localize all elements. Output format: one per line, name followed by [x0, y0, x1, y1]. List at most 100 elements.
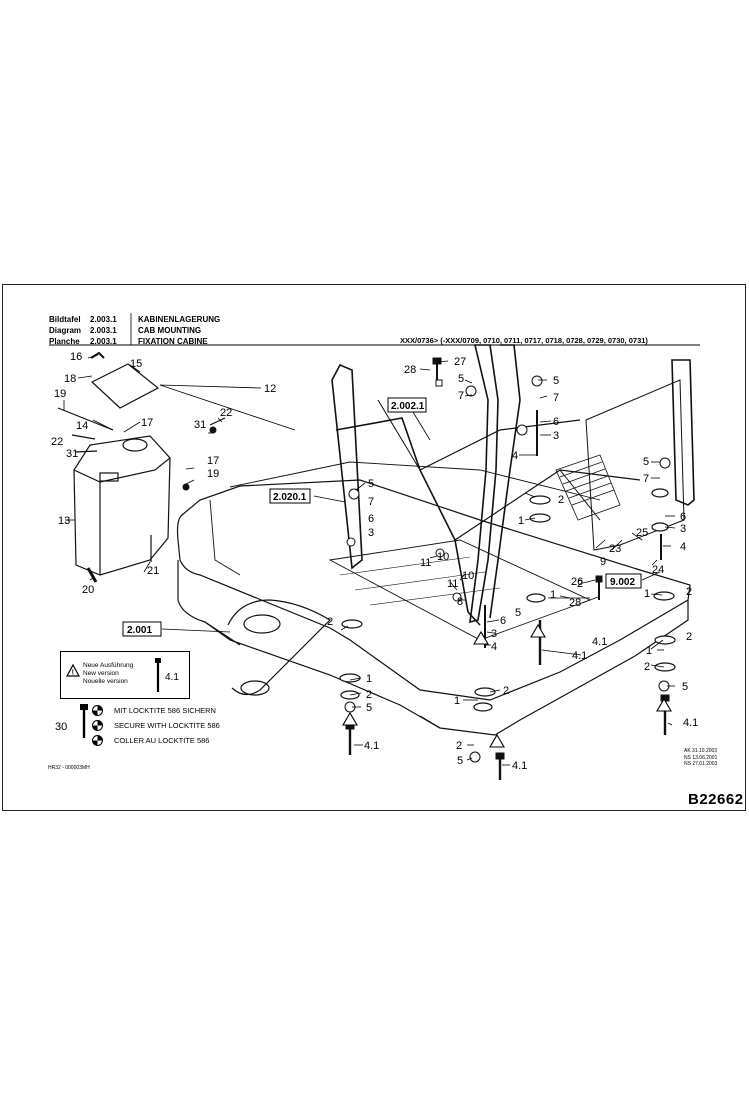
- title-english: CAB MOUNTING: [138, 326, 202, 335]
- item-callout: 4.1: [364, 740, 379, 752]
- diagram-number: 2.003.1: [90, 337, 117, 346]
- locktite-line-french: COLLER AU LOCKTITE 586: [114, 736, 210, 745]
- revision-entry: NS 13.06.2001: [684, 754, 718, 761]
- item-callout: 6: [500, 615, 506, 627]
- item-callout: 8: [457, 596, 463, 608]
- item-callout: 14: [76, 420, 88, 432]
- locktite-disc-icon: [92, 720, 103, 731]
- item-callout: 7: [553, 392, 559, 404]
- item-callout: 9: [600, 556, 606, 568]
- cab-frame-posts: [331, 344, 695, 626]
- item-callout: 28: [404, 364, 416, 376]
- item-callout: 4.1: [572, 650, 587, 662]
- item-callout: 6: [368, 513, 374, 525]
- item-callout: 4: [491, 641, 497, 653]
- leader-lines: [63, 354, 676, 766]
- undercarriage-frame: [176, 461, 691, 736]
- grille-panel: [555, 454, 621, 521]
- locktite-line-german: MIT LOCKTITE 586 SICHERN: [114, 706, 216, 715]
- document-code: B22662: [688, 791, 744, 808]
- item-callout: 5: [643, 456, 649, 468]
- item-callouts: 16 15 18 12 19 14 17 31 22 22 31 17 19 1…: [51, 351, 698, 772]
- reference-box-2-001[interactable]: 2.001: [122, 621, 162, 637]
- locktite-row: SECURE WITH LOCKTITE 586: [92, 719, 242, 733]
- header-titles: KABINENLAGERUNG CAB MOUNTING FIXATION CA…: [138, 314, 220, 347]
- warning-triangle-icon: !: [66, 664, 80, 677]
- item-callout: 2: [456, 740, 462, 752]
- item-callout: 5: [366, 702, 372, 714]
- drawing-sheet: [2, 284, 746, 811]
- diagram-number: 2.003.1: [90, 315, 117, 324]
- locktite-row: COLLER AU LOCKTITE 586: [92, 734, 242, 748]
- item-callout: 5: [553, 375, 559, 387]
- item-callout: 11: [447, 578, 458, 590]
- item-callout: 25: [636, 527, 648, 539]
- item-callout: 2: [686, 586, 692, 598]
- notice-line-english: New version: [83, 670, 119, 677]
- revision-list: AK 31.10.2003 NS 13.06.2001 NS 27.01.200…: [684, 748, 717, 768]
- item-callout: 19: [207, 468, 219, 480]
- damper-elements: [339, 488, 676, 712]
- item-callout: 7: [458, 390, 464, 402]
- item-callout: 4.1: [683, 717, 698, 729]
- new-version-notice: ! Neue Ausführung New version Nouelle ve…: [60, 651, 190, 699]
- item-callout: 18: [64, 373, 76, 385]
- item-callout: 16: [70, 351, 82, 363]
- item-callout: 1: [366, 673, 372, 685]
- battery-box-assembly: [57, 351, 226, 583]
- item-callout: 6: [680, 511, 686, 523]
- ref-box-label: 2.002.1: [391, 401, 425, 412]
- item-callout: 1: [646, 645, 652, 657]
- ref-box-label: 2.020.1: [273, 492, 307, 503]
- locktite-disc-icon: [92, 705, 103, 716]
- locktite-line-english: SECURE WITH LOCKTITE 586: [114, 721, 220, 730]
- title-french: FIXATION CABINE: [138, 337, 208, 346]
- revision-entry: AK 31.10.2003: [684, 748, 718, 754]
- ref-box-label: 2.001: [127, 625, 152, 636]
- locktite-disc-icon: [92, 735, 103, 746]
- item-callout: 31: [194, 419, 206, 431]
- item-callout-30: 30: [55, 721, 68, 733]
- bolts: [182, 357, 671, 780]
- item-callout: 2: [327, 616, 333, 628]
- serial-range: XXX/0736> (-XXX/0709, 0710, 0711, 0717, …: [400, 336, 648, 345]
- notice-part-ref: 4.1: [165, 672, 179, 683]
- header-label: Bildtafel: [49, 315, 81, 324]
- item-callout: 12: [264, 383, 276, 395]
- item-callout: 10: [437, 551, 449, 563]
- reference-box-2-020-1[interactable]: 2.020.1: [269, 488, 311, 504]
- reference-box-9-002[interactable]: 9.002: [605, 573, 642, 589]
- item-callout: 10: [462, 570, 474, 582]
- item-callout: 31: [66, 448, 78, 460]
- item-callout: 5: [368, 478, 374, 490]
- item-callout: 2: [503, 685, 509, 697]
- item-callout: 11: [420, 557, 431, 569]
- reference-box-2-002-1[interactable]: 2.002.1: [387, 397, 427, 413]
- item-callout: 27: [454, 356, 466, 368]
- title-german: KABINENLAGERUNG: [138, 315, 221, 324]
- revision-entry: NS 27.01.2003: [684, 761, 718, 767]
- item-callout: 4.1: [512, 760, 527, 772]
- item-callout: 17: [141, 417, 153, 429]
- item-callout: 3: [680, 523, 686, 535]
- item-callout: 2: [558, 494, 564, 506]
- warning-triangle-icon: [342, 623, 672, 748]
- header-numbers: 2.003.1 2.003.1 2.003.1: [90, 314, 117, 347]
- item-callout: 3: [553, 430, 559, 442]
- bolt-icon: [155, 658, 161, 692]
- item-callout: 28: [569, 597, 581, 609]
- diagram-number: 2.003.1: [90, 326, 117, 335]
- svg-text:!: !: [72, 670, 74, 677]
- item-callout: 1: [644, 588, 650, 600]
- header-label: Diagram: [49, 326, 82, 335]
- item-callout: 1: [454, 695, 460, 707]
- locktite-row: MIT LOCKTITE 586 SICHERN: [92, 704, 242, 718]
- item-callout: 26: [571, 576, 583, 588]
- item-callout: 7: [368, 496, 374, 508]
- item-callout: 5: [457, 755, 463, 767]
- item-callout: 1: [550, 589, 556, 601]
- item-callout: 17: [207, 455, 219, 467]
- item-callout: 3: [491, 628, 497, 640]
- item-callout: 15: [130, 358, 142, 370]
